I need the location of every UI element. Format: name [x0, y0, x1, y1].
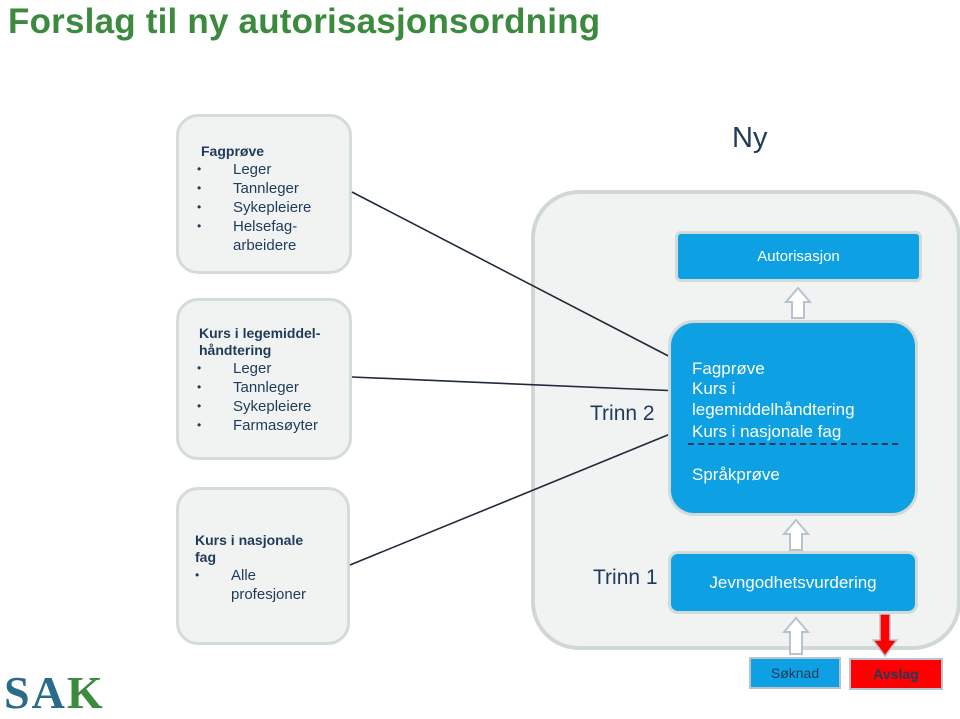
- list-item: Farmasøyter: [197, 416, 349, 435]
- list-item: Sykepleiere: [197, 397, 349, 416]
- autorisasjon-box: Autorisasjon: [675, 231, 922, 282]
- nasjonale-fag-list: Alle profesjoner: [195, 566, 347, 604]
- soknad-button[interactable]: Søknad: [749, 657, 841, 689]
- jevngodhet-box: Jevngodhetsvurdering: [668, 551, 918, 614]
- legemiddel-box: Kurs i legemiddel- håndtering Leger Tann…: [176, 298, 352, 460]
- arrow-up-icon: [783, 286, 813, 319]
- avslag-button[interactable]: Avslag: [849, 658, 943, 690]
- divider: [688, 443, 898, 445]
- list-item: Leger: [197, 359, 349, 378]
- list-item: Tannleger: [197, 179, 349, 198]
- trinn-1-label: Trinn 1: [593, 566, 658, 589]
- requirements-box: Fagprøve Kurs i legemiddelhåndtering Kur…: [668, 320, 918, 516]
- requirement-line: Kurs i: [692, 379, 736, 398]
- arrow-up-icon: [781, 616, 811, 655]
- list-item: Leger: [197, 160, 349, 179]
- nasjonale-fag-box: Kurs i nasjonale fag Alle profesjoner: [176, 487, 350, 645]
- legemiddel-list: Leger Tannleger Sykepleiere Farmasøyter: [197, 359, 349, 435]
- list-item: Helsefag- arbeidere: [197, 217, 349, 255]
- trinn-2-label: Trinn 2: [590, 402, 655, 425]
- page-title: Forslag til ny autorisasjonsordning: [8, 2, 601, 41]
- arrow-up-icon: [781, 518, 811, 551]
- fagprove-list: Leger Tannleger Sykepleiere Helsefag- ar…: [197, 160, 349, 255]
- list-item: Tannleger: [197, 378, 349, 397]
- nasjonale-fag-heading: Kurs i nasjonale fag: [195, 532, 304, 565]
- arrow-down-icon: [871, 613, 899, 658]
- sak-logo: SAK: [4, 667, 105, 718]
- legemiddel-heading: Kurs i legemiddel- håndtering: [199, 325, 321, 358]
- ny-label: Ny: [732, 122, 768, 154]
- requirement-line: Fagprøve: [692, 359, 765, 378]
- list-item: Alle profesjoner: [195, 566, 347, 604]
- fagprove-box: Fagprøve Leger Tannleger Sykepleiere Hel…: [176, 114, 352, 274]
- fagprove-heading: Fagprøve: [201, 143, 265, 159]
- list-item: Sykepleiere: [197, 198, 349, 217]
- requirement-line: Kurs i nasjonale fag: [692, 422, 842, 441]
- sprakprove-label: Språkprøve: [692, 465, 780, 484]
- requirement-line: legemiddelhåndtering: [692, 400, 855, 419]
